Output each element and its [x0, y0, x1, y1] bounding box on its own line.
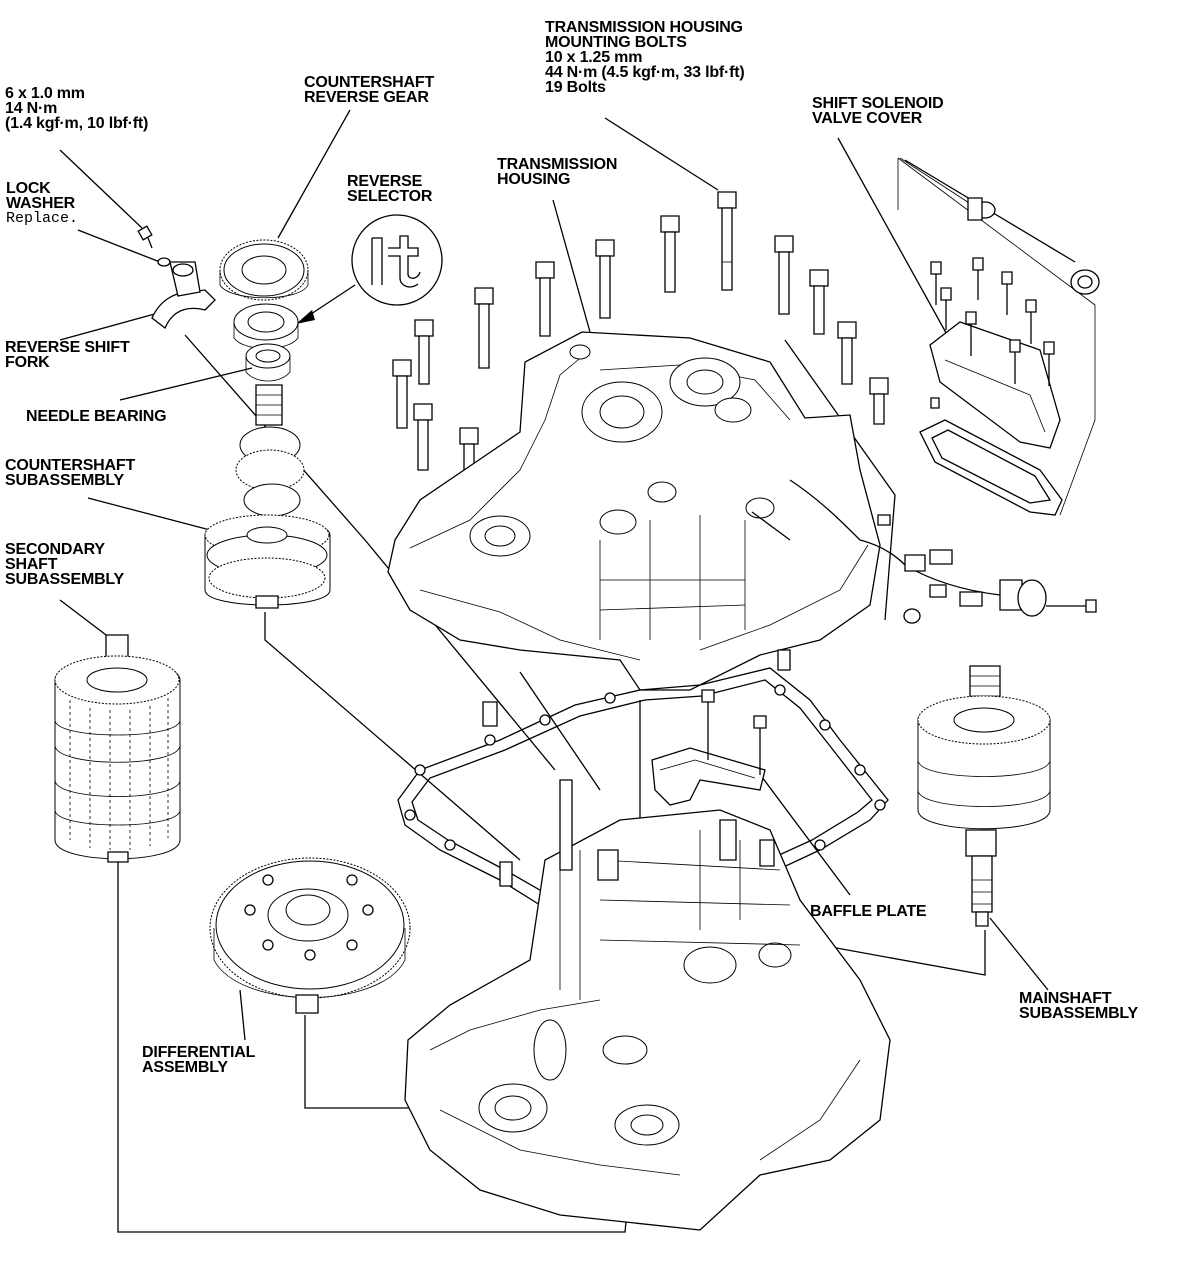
lock-washer-label: LOCK WASHER Replace. [6, 180, 79, 227]
reverse-selector-detail [352, 215, 442, 305]
secondary-shaft-subassembly [55, 635, 180, 862]
transmission-housing [388, 332, 1096, 690]
solenoid-cover-panel [898, 158, 1099, 515]
baffle-plate-label: BAFFLE PLATE [810, 903, 927, 920]
countershaft-reverse-gear-label: COUNTERSHAFT REVERSE GEAR [304, 74, 435, 106]
needle-bearing [246, 344, 290, 381]
mainshaft-subassembly [918, 666, 1050, 926]
reverse-selector-label: REVERSE SELECTOR [347, 173, 433, 205]
needle-bearing-label: NEEDLE BEARING [26, 408, 167, 425]
housing-bolts-label: TRANSMISSION HOUSING MOUNTING BOLTS 10 x… [545, 19, 745, 96]
countershaft-subassembly [205, 385, 330, 608]
mainshaft-subassembly-label: MAINSHAFT SUBASSEMBLY [1019, 990, 1139, 1022]
transmission-housing-label: TRANSMISSION HOUSING [497, 156, 618, 188]
shift-solenoid-cover-label: SHIFT SOLENOID VALVE COVER [812, 95, 944, 127]
reverse-shift-fork [152, 262, 215, 328]
baffle-plate [652, 690, 766, 805]
reverse-shift-fork-label: REVERSE SHIFT FORK [5, 339, 130, 371]
countershaft-subassembly-label: COUNTERSHAFT SUBASSEMBLY [5, 457, 136, 489]
housing-gasket [398, 650, 888, 905]
lock-bolt [138, 226, 170, 266]
bolt-spec-label: 6 x 1.0 mm 14 N·m (1.4 kgf·m, 10 lbf·ft) [5, 85, 149, 132]
differential-assembly [210, 858, 410, 1013]
countershaft-reverse-gear [220, 240, 308, 300]
differential-assembly-label: DIFFERENTIAL ASSEMBLY [142, 1044, 256, 1076]
transmission-case [405, 780, 890, 1230]
secondary-shaft-subassembly-label: SECONDARY SHAFT SUBASSEMBLY [5, 541, 125, 588]
reverse-selector [234, 304, 298, 349]
